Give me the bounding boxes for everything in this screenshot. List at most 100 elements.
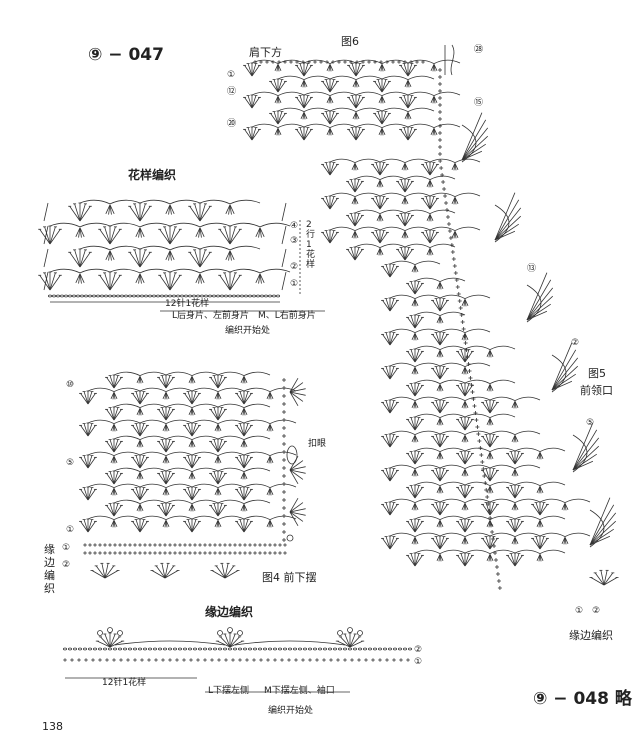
pattern-edge xyxy=(282,203,286,221)
fig6-body-row-fan-stem xyxy=(423,232,430,243)
fig4-row-loop xyxy=(218,484,244,487)
fig4-row-vfan-stem xyxy=(192,408,195,414)
fig6-body-row-loop xyxy=(415,261,440,264)
edging-fan-stem xyxy=(350,637,360,647)
fig6-body-row-fan-stem xyxy=(433,470,440,481)
fig4-edge-mark-1: ① xyxy=(62,543,71,553)
fig6-top-row-loop xyxy=(278,92,304,95)
fig6-top-row-fan-stem xyxy=(404,128,408,140)
fig6-body-row-fan-stem xyxy=(415,385,422,396)
pattern-foundation-ch xyxy=(212,295,215,297)
fig6-body-row-fan-stem xyxy=(490,435,494,447)
fig4-side-fan-stem xyxy=(290,512,303,521)
pattern-row-fan-stem xyxy=(140,250,145,267)
pattern-row-fan-stem xyxy=(135,250,140,267)
pattern-row-fan-stem xyxy=(40,275,50,290)
pattern-row-fan-stem xyxy=(200,206,210,221)
fig4-row-loop xyxy=(244,452,270,455)
fig6-top-row-fan-stem xyxy=(382,112,386,124)
pattern-row-mark-2: ② xyxy=(290,262,299,272)
fig6-top-row-fan-stem xyxy=(274,80,278,92)
fig6-body-row-fan-stem xyxy=(415,521,422,532)
pattern-row-fan-stem xyxy=(220,229,230,244)
fig6-top-row-loop xyxy=(408,76,434,79)
pattern-foundation-ch xyxy=(240,295,243,297)
fig6-body-row-fan-stem xyxy=(433,300,440,311)
fig6-top-row-fan-stem xyxy=(330,81,337,92)
fig6-body-row-vfan-stem xyxy=(455,197,458,203)
fig4-row-fan-stem xyxy=(244,520,248,532)
fig4-side-fan-stem xyxy=(290,461,303,470)
fig4-row-fan-stem xyxy=(218,504,222,516)
fig4-row-loop xyxy=(140,500,166,503)
fig4-side-fan-stem xyxy=(290,378,298,392)
fig6-body-row-fan-stem xyxy=(390,436,397,447)
fig4-bottom-fan-stem xyxy=(216,566,225,578)
pattern-row-loop xyxy=(50,223,80,227)
fig6-body-row-loop xyxy=(440,516,465,519)
fig5-scallop-stem xyxy=(590,529,614,545)
fig6-body-row-vfan-stem xyxy=(415,401,418,407)
fig6-body-row-fan-stem xyxy=(408,521,415,532)
fig6-body-row-loop xyxy=(490,482,515,485)
fig4-row-fan-stem xyxy=(162,440,166,452)
fig6-body-row-loop xyxy=(355,210,380,213)
edging-chain-row-ch xyxy=(173,648,176,650)
pattern-row-loop xyxy=(50,269,80,273)
fig6-body-row-fan-stem xyxy=(490,401,494,413)
fig6-body-row-vfan-stem xyxy=(440,520,443,526)
edging-chain-row-ch xyxy=(133,648,136,650)
fig4-row-fan-stem xyxy=(214,376,218,388)
fig6-top-row-loop xyxy=(278,108,304,111)
fig4-row-loop xyxy=(140,404,166,407)
pattern-foundation-ch xyxy=(204,295,207,297)
fig4-row-fan-stem xyxy=(114,376,118,388)
fig6-top-row-fan-stem xyxy=(304,97,311,108)
edging-fan-stem xyxy=(230,641,243,647)
fig4-row-loop xyxy=(192,436,218,439)
pattern-row-fan-stem xyxy=(220,275,230,290)
title-047: ⑨ − 047 xyxy=(88,45,164,65)
fig6-body-row-fan-stem xyxy=(326,163,330,175)
fig6-body-row-fan-stem xyxy=(386,503,390,515)
edging-fan-stem xyxy=(110,641,123,647)
fig4-row-loop xyxy=(218,452,244,455)
fig6-body-row-fan-stem xyxy=(408,317,415,328)
fig6-body-row-fan-stem xyxy=(373,232,380,243)
fig6-body-row-vfan-stem xyxy=(440,350,443,356)
pattern-row-loop xyxy=(140,200,170,204)
edging-chain-row-ch xyxy=(293,648,296,650)
fig6-top-row-fan-stem xyxy=(382,81,389,92)
fig6-body-row-loop xyxy=(330,193,355,196)
fig6-body-row-fan-stem xyxy=(383,334,390,345)
fig4-row-vfan-stem xyxy=(114,456,117,462)
fig4-row-vfan-stem xyxy=(218,424,221,430)
fig6-body-row-loop xyxy=(490,346,515,349)
fig6-top-row-loop xyxy=(408,108,434,111)
edging-chain-row-ch xyxy=(198,648,201,650)
fig6-body-row-loop xyxy=(440,533,465,536)
fig6-body-row-fan-stem xyxy=(373,164,380,175)
fig6-body-row-fan-stem xyxy=(380,232,387,243)
fig6-body-row-fan-stem xyxy=(511,554,515,566)
fig6-body-row-fan-stem xyxy=(390,470,397,481)
fig6-body-row-fan-stem xyxy=(398,249,405,260)
fig6-body-row-loop xyxy=(540,533,565,536)
fig6-body-row-fan-stem xyxy=(461,520,465,532)
fig4-row-fan-stem xyxy=(107,505,114,516)
pattern-row-vfan-stem xyxy=(170,205,171,215)
fig4-row-fan-stem xyxy=(192,392,196,404)
fig6-body-row-fan-stem xyxy=(411,520,415,532)
fig4-row-fan-stem xyxy=(114,440,118,452)
fig4-side-fan-stem xyxy=(290,383,303,392)
fig6-body-row-fan-stem xyxy=(486,469,490,481)
fig6-body-row-fan-stem xyxy=(458,555,465,566)
fig6-body-row-loop xyxy=(515,516,540,519)
fig6-body-row-fan-stem xyxy=(398,181,405,192)
fig4-corner-knot xyxy=(287,535,293,541)
fig6-body-row-fan-stem xyxy=(515,453,522,464)
fig5-scallop-stem xyxy=(495,200,519,240)
edging-fan-stem xyxy=(97,641,110,647)
fig6-body-row-fan-stem xyxy=(386,537,390,549)
pattern-row-fan-stem xyxy=(225,227,230,244)
